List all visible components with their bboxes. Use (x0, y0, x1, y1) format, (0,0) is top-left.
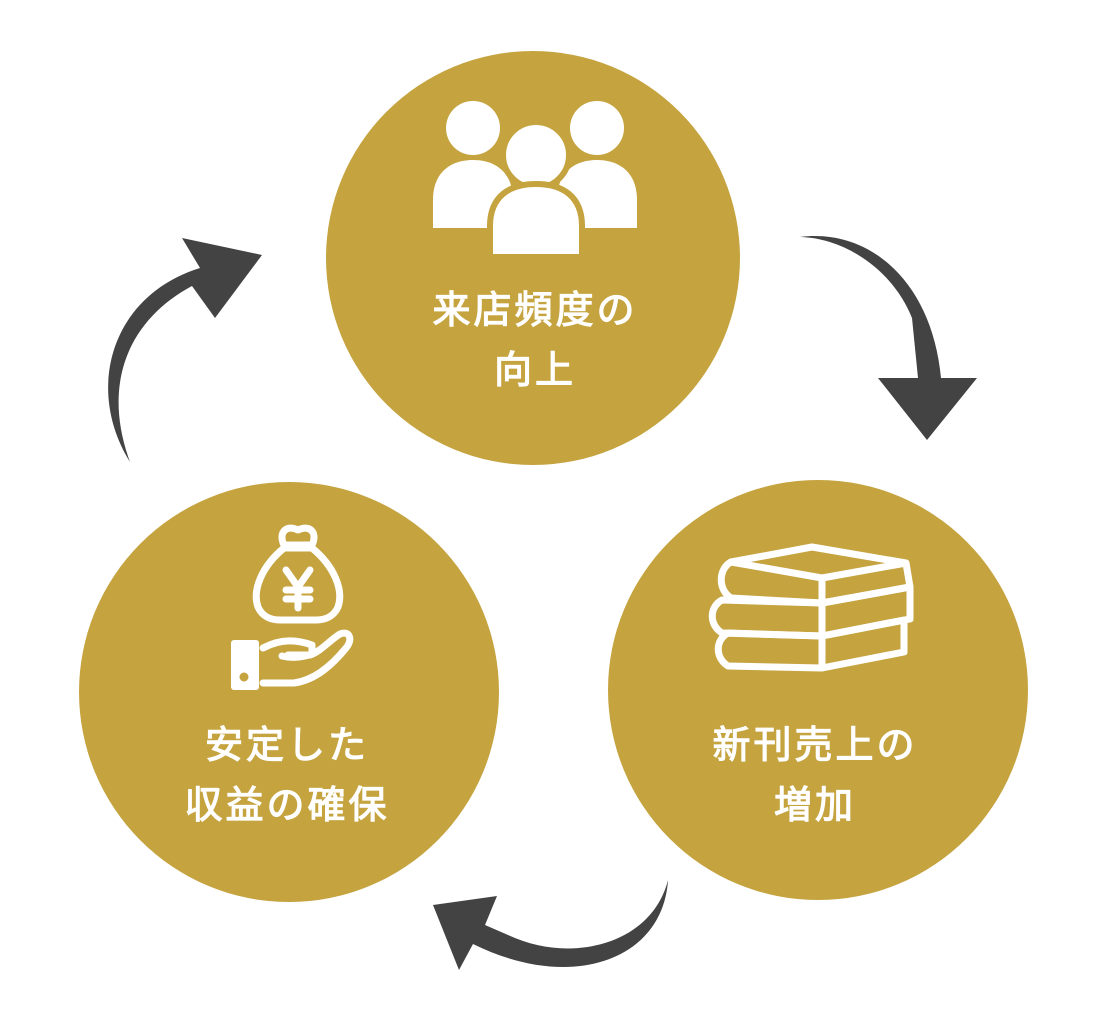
node-stable-revenue: 安定した 収益の確保 (79, 482, 499, 902)
node-label-line-1: 安定した (205, 723, 369, 767)
node-label-line-1: 新刊売上の (712, 723, 917, 767)
node-label-line-1: 来店頻度の (432, 288, 637, 332)
curved-arrow-icon (433, 880, 668, 970)
node-new-release-sales: 新刊売上の 増加 (608, 480, 1028, 900)
node-label-line-2: 収益の確保 (184, 783, 389, 827)
arrow-right-to-left (433, 880, 668, 970)
node-visit-frequency: 来店頻度の 向上 (326, 51, 740, 465)
arrow-left-to-top (108, 238, 262, 462)
book-stack-icon (708, 543, 914, 672)
node-circle (608, 480, 1028, 900)
arrow-top-to-right (800, 236, 977, 440)
people-group-icon (433, 101, 637, 260)
curved-arrow-icon (108, 238, 262, 462)
curved-arrow-icon (800, 236, 977, 440)
money-bag-hand-icon (231, 524, 354, 690)
node-label-line-2: 増加 (774, 783, 856, 827)
node-label-line-2: 向上 (494, 348, 576, 392)
node-circle (79, 482, 499, 902)
